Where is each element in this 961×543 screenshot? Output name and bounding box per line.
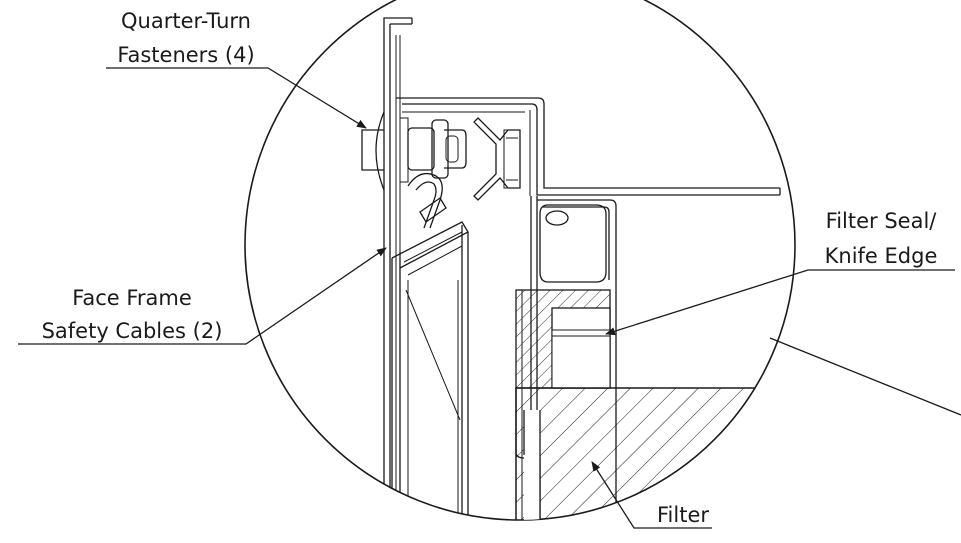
spring-clip: [473, 117, 521, 201]
safety-cable: [407, 172, 447, 229]
leader-lines: [18, 67, 961, 529]
quarter-turn-fastener: [361, 111, 467, 191]
fasteners-label-line2: Fasteners (4): [117, 43, 254, 67]
fasteners-label-line1: Quarter-Turn: [121, 9, 251, 33]
view-leader: [769, 337, 961, 416]
filter-label: Filter: [657, 503, 709, 527]
seal-label-line2: Knife Edge: [825, 244, 938, 268]
housing-channel: [396, 97, 780, 196]
face-frame-flange: [383, 17, 413, 520]
cables-label-line2: Safety Cables (2): [42, 319, 223, 343]
cables-label-line1: Face Frame: [72, 286, 192, 310]
seal-label-line1: Filter Seal/: [826, 209, 938, 233]
assembly-section: [361, 17, 795, 520]
